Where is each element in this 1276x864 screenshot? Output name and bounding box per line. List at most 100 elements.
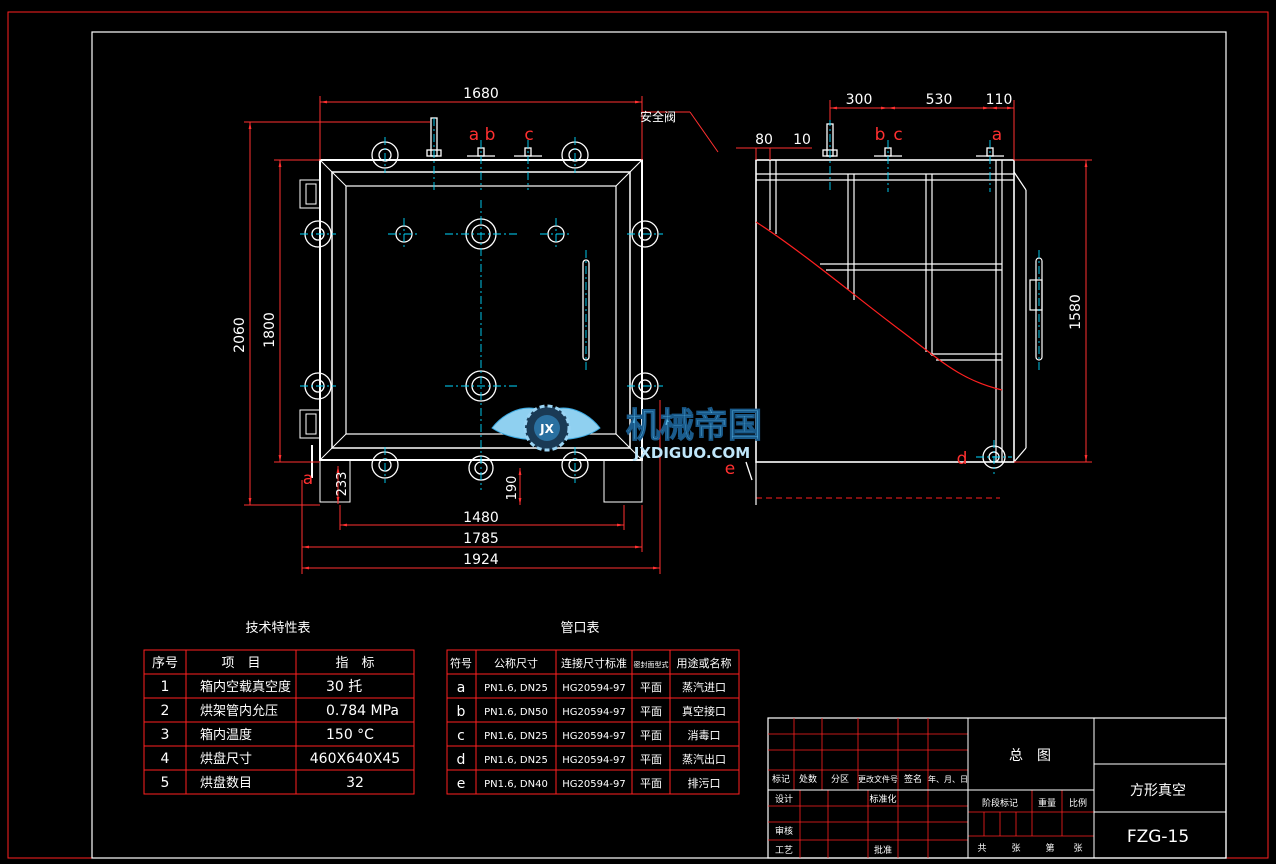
tb-label: 分区 (831, 774, 849, 785)
title-block: 总 图 方形真空 FZG-15 标记 处数 分区 更改文件号 签名 年、月、日 … (767, 717, 1227, 859)
tb-standardization: 标准化 (869, 793, 896, 805)
centerlines (300, 118, 663, 490)
port-row-symbol: c (457, 728, 465, 744)
tech-row-value: 460X640X45 (310, 751, 400, 767)
tb-label: 签名 (904, 773, 922, 785)
front-door-frame (331, 171, 631, 449)
tech-header-value: 指 标 (335, 656, 374, 671)
side-view: 300 530 110 80 10 1580 b c a d (736, 92, 1092, 505)
tech-row-value: 150 °C (326, 727, 374, 743)
tb-weight: 重量 (1038, 797, 1056, 809)
port-label-a-bottom: a (303, 469, 313, 489)
side-port-c: c (893, 125, 902, 145)
side-body (755, 159, 1015, 463)
tb-sheet-no: 第 (1045, 842, 1054, 854)
port-row-seal: 平面 (640, 777, 662, 790)
port-header-size: 公称尺寸 (494, 656, 538, 670)
port-row-symbol: e (457, 776, 466, 792)
port-row-standard: HG20594-97 (562, 779, 625, 790)
safety-valve-label: 安全阀 (640, 109, 676, 124)
tech-header-no: 序号 (152, 656, 178, 671)
dim-233: 233 (335, 472, 350, 497)
tech-row-value: 32 (346, 775, 364, 791)
tb-stage: 阶段标记 (982, 797, 1018, 809)
port-row-seal: 平面 (640, 729, 662, 742)
port-row-size: PN1.6, DN40 (484, 779, 548, 790)
watermark-domain: JXDIGUO.COM (633, 444, 750, 462)
tech-row-no: 1 (161, 679, 170, 695)
tech-table: 技术特性表 序号 项 目 指 标 1 箱内空载真空度 30 托 2 烘架管内允压… (143, 621, 415, 795)
leg-right (603, 459, 643, 503)
sheet-border-inner (91, 31, 1227, 859)
port-header-use: 用途或名称 (677, 656, 732, 670)
port-row-symbol: d (457, 752, 466, 768)
drawing-number: FZG-15 (1127, 827, 1189, 847)
port-row-size: PN1.6, DN25 (484, 755, 548, 766)
dim-10: 10 (793, 132, 811, 148)
port-row-use: 排污口 (688, 776, 721, 790)
tb-review: 审核 (775, 825, 793, 837)
dim-1924: 1924 (463, 552, 499, 568)
tech-row-item: 烘架管内允压 (200, 703, 278, 719)
tech-row-no: 4 (161, 751, 170, 767)
tech-row-item: 烘盘尺寸 (200, 751, 252, 767)
watermark-badge: JX (539, 422, 554, 436)
dim-190: 190 (505, 476, 520, 501)
side-port-b: b (875, 125, 886, 145)
port-header-seal: 密封面型式 (634, 660, 669, 669)
tb-sheet-label: 张 (1073, 843, 1082, 854)
drawing-title: 总 图 (1009, 748, 1051, 764)
tech-row-value: 0.784 MPa (326, 703, 399, 719)
port-row-standard: HG20594-97 (562, 707, 625, 718)
port-row-use: 真空接口 (682, 704, 726, 718)
port-row-standard: HG20594-97 (562, 731, 625, 742)
port-label-c: c (524, 125, 533, 145)
dim-1580: 1580 (1068, 294, 1084, 330)
dim-300: 300 (846, 92, 873, 108)
tb-approve: 批准 (874, 844, 892, 856)
break-line (755, 221, 1003, 391)
side-dimensions (736, 100, 1092, 463)
dim-110: 110 (986, 92, 1013, 108)
front-dimensions (244, 96, 719, 574)
tech-row-item: 箱内空载真空度 (200, 679, 291, 695)
watermark-name: 机械帝国 (626, 406, 762, 446)
leg-left (319, 459, 351, 503)
tb-scale: 比例 (1069, 797, 1087, 809)
hinge-bottom (299, 409, 321, 439)
dim-1800: 1800 (262, 312, 278, 348)
tech-header-item: 项 目 (221, 656, 260, 671)
tb-sheets-total: 共 (977, 843, 986, 854)
port-label-e: e (725, 459, 735, 479)
port-row-seal: 平面 (640, 753, 662, 766)
port-table: 管口表 符号 公称尺寸 连接尺寸标准 密封面型式 用途或名称 a PN1.6, … (446, 621, 740, 795)
tech-row-item: 箱内温度 (200, 727, 252, 743)
tech-row-item: 烘盘数目 (200, 775, 252, 791)
hinge-top (299, 179, 321, 209)
dim-1480: 1480 (463, 510, 499, 526)
tb-design: 设计 (775, 793, 793, 805)
port-label-b: b (485, 125, 496, 145)
tb-label: 标记 (772, 773, 790, 785)
port-row-use: 消毒口 (688, 728, 721, 742)
front-view: 1680 2060 1800 233 190 1480 1785 1924 a … (232, 86, 735, 574)
port-row-size: PN1.6, DN25 (484, 731, 548, 742)
dim-1785: 1785 (463, 531, 499, 547)
dim-530: 530 (926, 92, 953, 108)
side-port-d: d (957, 449, 968, 469)
port-row-seal: 平面 (640, 681, 662, 694)
port-row-seal: 平面 (640, 705, 662, 718)
port-row-symbol: b (457, 704, 466, 720)
product-name: 方形真空 (1130, 783, 1186, 799)
tb-process: 工艺 (775, 845, 793, 856)
tb-label: 处数 (799, 773, 817, 785)
port-row-symbol: a (457, 680, 466, 696)
front-door-panel (345, 185, 617, 435)
front-flanges (304, 141, 659, 481)
port-row-standard: HG20594-97 (562, 755, 625, 766)
port-table-title: 管口表 (560, 621, 599, 636)
tb-label: 年、月、日 (928, 774, 968, 784)
watermark-logo: JX 机械帝国 JXDIGUO.COM (491, 404, 763, 462)
